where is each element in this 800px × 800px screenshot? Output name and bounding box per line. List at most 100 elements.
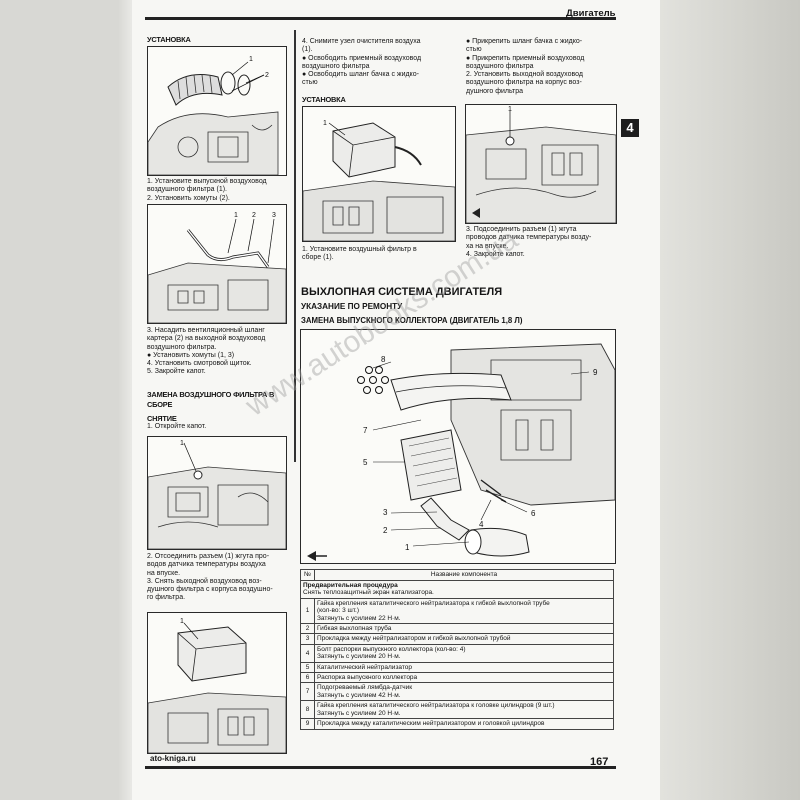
figure-air-filter-housing: 1 xyxy=(147,612,287,754)
steps-top-right: ● Прикрепить шланг бачка с жидко- стью ●… xyxy=(466,38,584,96)
text-line: душного фильтра xyxy=(466,87,524,95)
component-text-line: Затянуть с усилием 20 Н·м. xyxy=(317,653,401,661)
replace-heading-line2: СБОРЕ xyxy=(147,400,173,409)
exhaust-callout-6: 6 xyxy=(531,509,536,518)
text-line: 3. Снять выходной воздуховод воз- xyxy=(147,577,262,585)
column-header-name: Название компонента xyxy=(314,569,614,581)
row-number: 6 xyxy=(300,672,315,684)
text-line: 3. Подсоединить разъем (1) жгута xyxy=(466,226,577,233)
steps-top-middle: 4. Снимите узел очистителя воздуха (1). … xyxy=(302,38,421,88)
row-number: 3 xyxy=(300,633,315,645)
text-line: 4. Закройте капот. xyxy=(466,250,525,258)
steps-c-left: 2. Отсоединить разъем (1) жгута про- вод… xyxy=(147,553,273,603)
row-number: 1 xyxy=(300,597,315,625)
steps-a-left: 1. Установите выпускной воздуховод возду… xyxy=(147,178,267,203)
install-heading-left: УСТАНОВКА xyxy=(147,35,191,44)
row-number: 9 xyxy=(300,718,315,730)
text-line: 5. Закройте капот. xyxy=(147,368,206,376)
text-line: 4. Снимите узел очистителя воздуха xyxy=(302,38,421,45)
component-text-line: Прокладка между каталитическим нейтрализ… xyxy=(317,720,545,728)
text-line: ● Прикрепить приемный воздуховод xyxy=(466,54,585,62)
component-text-line: Затянуть с усилием 20 Н·м. xyxy=(317,709,401,717)
exhaust-callout-5: 5 xyxy=(363,458,368,467)
steps-b-left: 3. Насадить вентиляционный шланг картера… xyxy=(147,327,265,377)
figure-air-duct-install: 1 2 xyxy=(147,46,287,176)
fig3-callout-1: 1 xyxy=(180,440,184,447)
install-heading-middle: УСТАНОВКА xyxy=(302,95,346,104)
row-component-name: Гибкая выхлопная труба xyxy=(314,623,614,635)
row-number: 4 xyxy=(300,643,315,663)
text-line: стью xyxy=(466,46,482,54)
components-table: № Название компонента Предварительная пр… xyxy=(300,569,614,730)
exhaust-callout-3: 3 xyxy=(383,508,388,517)
page-number: 167 xyxy=(590,756,609,768)
component-text-line: Распорка выпускного коллектора xyxy=(317,674,418,682)
text-line: стью xyxy=(302,79,318,87)
text-line: (1). xyxy=(302,46,313,54)
text-line: 2. Установить выходной воздуховод xyxy=(466,71,583,79)
text-line: ● Освободить шланг бачка с жидко- xyxy=(302,71,419,79)
row-component-name: Болт распорки выпускного коллектора (кол… xyxy=(314,643,614,663)
component-text-line: Гайка крепления каталитического нейтрали… xyxy=(317,599,550,607)
column-divider xyxy=(294,30,296,462)
row-component-name: Распорка выпускного коллектора xyxy=(314,672,614,684)
component-text-line: Гибкая выхлопная труба xyxy=(317,625,392,633)
procedure-heading: ЗАМЕНА ВЫПУСКНОГО КОЛЛЕКТОРА (ДВИГАТЕЛЬ … xyxy=(301,316,523,325)
exhaust-callout-9: 9 xyxy=(593,368,598,377)
fig2-callout-3: 3 xyxy=(272,212,276,219)
removal-step: 1. Откройте капот. xyxy=(147,423,207,430)
figure-exhaust-manifold: 8 9 7 5 6 4 3 2 1 xyxy=(300,329,616,564)
fig2-callout-2: 2 xyxy=(252,212,256,219)
component-text-line: Подогреваемый лямбда-датчик xyxy=(317,684,413,692)
text-line: го фильтра. xyxy=(147,594,186,602)
text-line: 1. Установите выпускной воздуховод xyxy=(147,178,267,185)
right-fig-callout-1: 1 xyxy=(508,106,512,113)
row-number: 8 xyxy=(300,700,315,720)
text-line: водов датчика температуры воздуха xyxy=(147,561,266,569)
steps-bottom-right: 3. Подсоединить разъем (1) жгута проводо… xyxy=(466,226,591,259)
text-line: ● Прикрепить шланг бачка с жидко- xyxy=(466,38,583,45)
column-header-number: № xyxy=(300,569,315,581)
component-text-line: Прокладка между нейтрализатором и гибкой… xyxy=(317,635,511,643)
exhaust-section-title: ВЫХЛОПНАЯ СИСТЕМА ДВИГАТЕЛЯ xyxy=(301,286,503,298)
prelim-text: Снять теплозащитный экран катализатора. xyxy=(303,589,434,597)
component-text-line: Затянуть с усилием 42 Н·м. xyxy=(317,691,401,699)
fig4-callout-1: 1 xyxy=(180,618,184,625)
fig1-callout-2: 2 xyxy=(265,72,269,79)
table-header-row: № Название компонента xyxy=(300,569,614,581)
row-component-name: Каталитический нейтрализатор xyxy=(314,661,614,674)
fig2-callout-1: 1 xyxy=(234,212,238,219)
text-line: 3. Насадить вентиляционный шланг xyxy=(147,327,265,334)
table-row-prelim: Предварительная процедура Снять теплозащ… xyxy=(300,580,614,599)
text-line: ● Освободить приемный воздуховод xyxy=(302,54,422,62)
text-line: проводов датчика температуры возду- xyxy=(466,234,592,242)
text-line: 2. Установить хомуты (2). xyxy=(147,194,230,202)
row-component-name: Прокладка между каталитическим нейтрализ… xyxy=(314,718,614,730)
exhaust-callout-1: 1 xyxy=(405,543,410,552)
prelim-title: Предварительная процедура xyxy=(303,582,398,589)
text-line: ● Установить хомуты (1, 3) xyxy=(147,351,235,359)
text-line: 4. Установить смотровой щиток. xyxy=(147,360,252,368)
header-section-title: Двигатель xyxy=(566,8,616,19)
row-number: 2 xyxy=(300,623,315,635)
replace-heading-line1: ЗАМЕНА ВОЗДУШНОГО ФИЛЬТРА В xyxy=(147,390,275,399)
footer-site: ato-kniga.ru xyxy=(150,754,196,763)
row-number: 5 xyxy=(300,661,315,674)
figure-connector-install: 1 xyxy=(465,104,617,224)
figure-air-filter-assembly: 1 xyxy=(302,106,456,242)
row-component-name: Гайка крепления каталитического нейтрали… xyxy=(314,700,614,720)
text-line: душного фильтра с корпуса воздушно- xyxy=(147,586,273,594)
text-line: воздушного фильтра. xyxy=(147,343,217,351)
text-line: 2. Отсоединить разъем (1) жгута про- xyxy=(147,553,270,560)
row-component-name: Гайка крепления каталитического нейтрали… xyxy=(314,597,614,625)
text-line: 1. Установите воздушный фильтр в xyxy=(302,246,417,253)
